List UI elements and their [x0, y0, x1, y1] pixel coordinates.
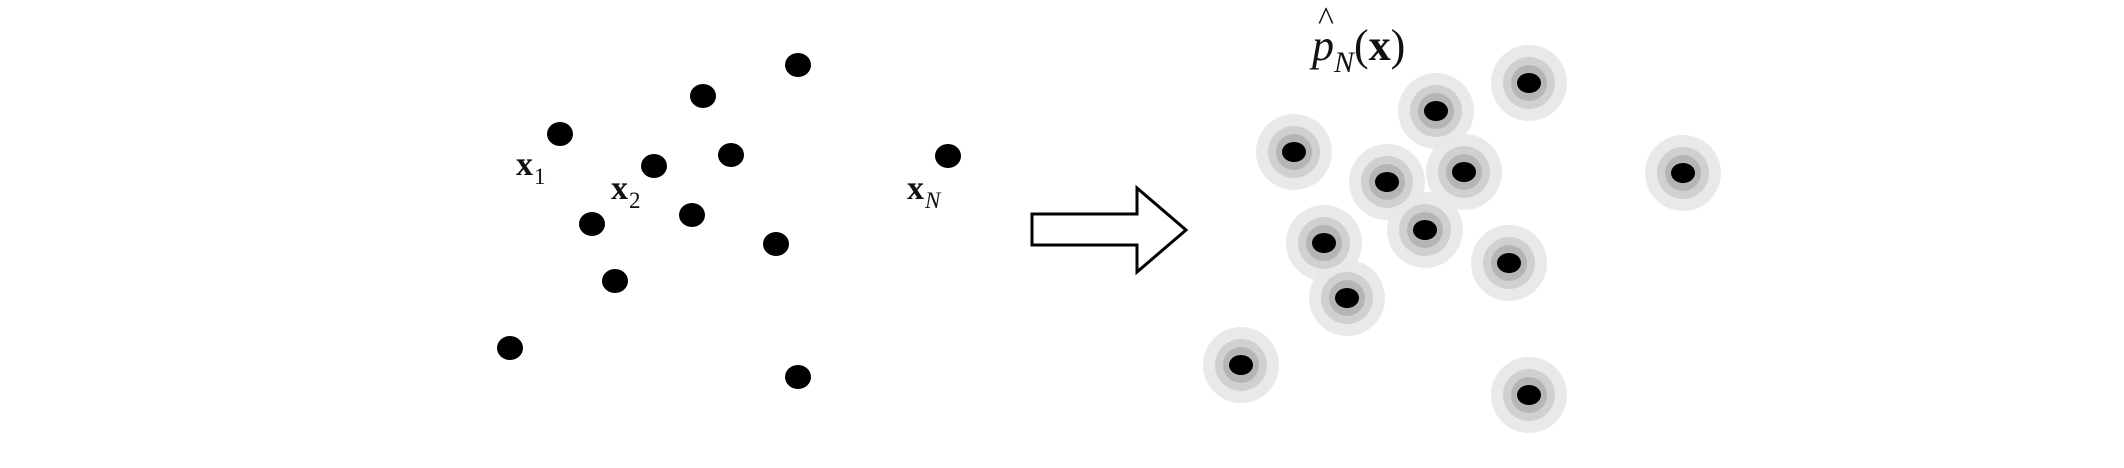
estimator-open-paren: ( [1354, 21, 1369, 70]
sample-label-x1: x1 [516, 146, 546, 189]
sample-label-xN-main: x [907, 170, 924, 207]
sample-label-x2-main: x [611, 170, 628, 207]
arrow-shape [1030, 184, 1189, 276]
sample-label-xN: xN [907, 170, 940, 213]
kernel-center-point [1375, 172, 1399, 192]
estimator-subscript: N [1334, 46, 1355, 79]
sample-point [602, 269, 628, 293]
estimator-hat: ^ [1318, 1, 1334, 38]
kernel-center-point [1452, 162, 1476, 182]
kernel-center-point [1229, 355, 1253, 375]
sample-point [785, 53, 811, 77]
estimator-close-paren: ) [1390, 21, 1406, 70]
sample-point [718, 143, 744, 167]
estimator-x: x [1368, 21, 1391, 70]
sample-point [935, 144, 961, 168]
sample-label-xN-sub: N [925, 188, 941, 213]
estimator-p-letter: p [1312, 21, 1334, 70]
kernel-density-group [1203, 45, 1721, 433]
transform-arrow [1030, 184, 1189, 276]
sample-point [547, 122, 573, 146]
sample-label-x2: x2 [611, 170, 641, 213]
estimator-p: ^p [1312, 3, 1334, 70]
sample-point [785, 365, 811, 389]
kernel-center-point [1497, 253, 1521, 273]
sample-point [679, 203, 705, 227]
sample-label-x1-main: x [516, 146, 533, 183]
sample-point [641, 154, 667, 178]
sample-label-x1-sub: 1 [534, 164, 546, 189]
sample-points-group [497, 53, 961, 389]
kernel-center-point [1671, 163, 1695, 183]
kernel-center-point [1424, 101, 1448, 121]
kernel-center-point [1517, 385, 1541, 405]
sample-point [690, 84, 716, 108]
sample-point [579, 212, 605, 236]
sample-point [497, 336, 523, 360]
density-estimate-label: ^pN(x) [1312, 3, 1406, 78]
kernel-center-point [1282, 142, 1306, 162]
kernel-center-point [1312, 233, 1336, 253]
kernel-center-point [1517, 73, 1541, 93]
sample-point [763, 232, 789, 256]
kernel-center-point [1413, 220, 1437, 240]
kernel-center-point [1335, 288, 1359, 308]
sample-label-x2-sub: 2 [629, 188, 641, 213]
